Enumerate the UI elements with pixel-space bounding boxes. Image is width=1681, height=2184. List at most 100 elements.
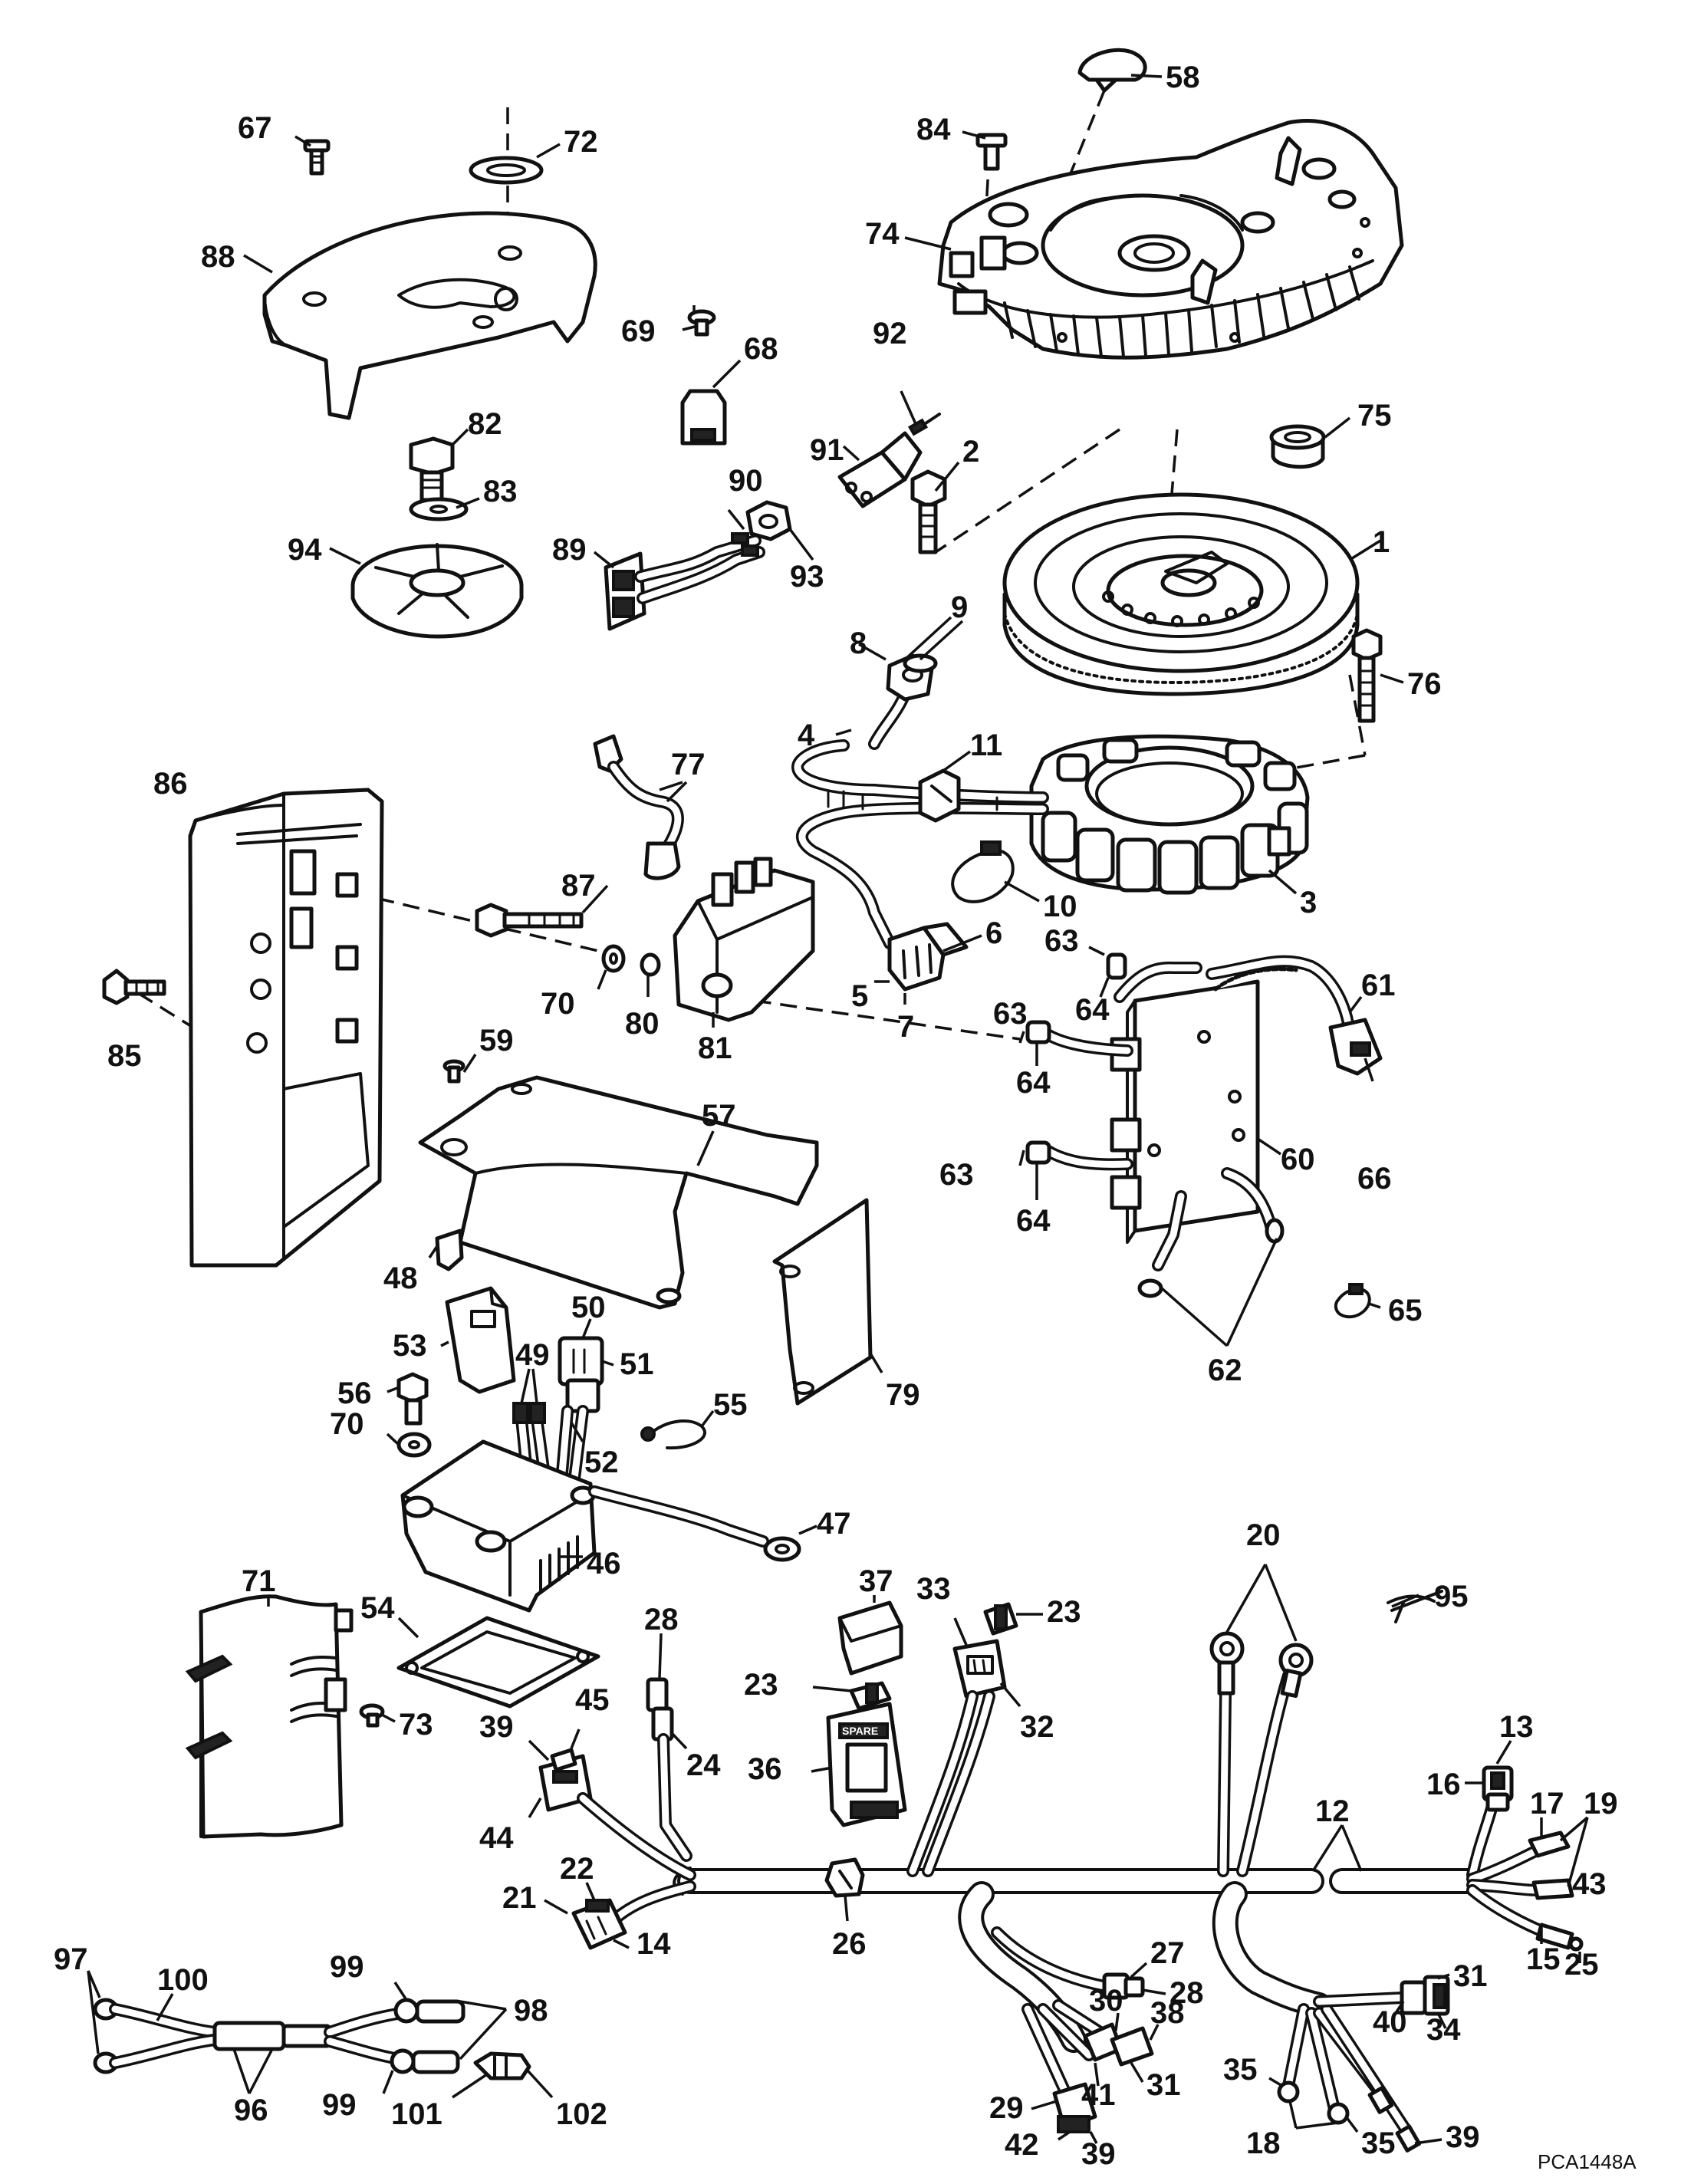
callout-70-lower: 70 [330, 1407, 364, 1441]
callout-22: 22 [560, 1852, 594, 1886]
callout-87: 87 [561, 869, 596, 903]
callout-34: 34 [1426, 2013, 1461, 2047]
part-81-ignition-coil [673, 857, 815, 1022]
callout-99-a: 99 [330, 1950, 364, 1984]
part-4-stator-leads [791, 688, 1049, 949]
rectifier-fins [539, 1535, 579, 1593]
callout-39-right: 39 [1446, 2120, 1480, 2154]
part-93-nut [745, 500, 792, 541]
part-2-bolt [910, 469, 947, 554]
callout-45: 45 [575, 1683, 610, 1717]
part-5-6-7-connector [887, 922, 969, 992]
callout-102: 102 [556, 2097, 607, 2131]
part-40-34-31-connector [1400, 1975, 1450, 2016]
part-59-screw [442, 1059, 465, 1084]
callout-1: 1 [1373, 525, 1390, 559]
callout-89: 89 [552, 533, 587, 567]
callout-99-b: 99 [322, 2088, 357, 2122]
callout-88: 88 [201, 240, 235, 274]
callout-47: 47 [817, 1507, 851, 1541]
callout-97: 97 [54, 1942, 88, 1976]
part-10-tie-strap [951, 840, 1015, 903]
part-21-22-14-connector [571, 1898, 627, 1950]
callout-55: 55 [713, 1388, 748, 1422]
callout-44: 44 [479, 1821, 514, 1855]
callout-65: 65 [1388, 1294, 1423, 1327]
part-86-cover [188, 788, 384, 1268]
callout-27: 27 [1150, 1936, 1185, 1970]
part-48-clip [435, 1228, 464, 1271]
part-17-19-terminals [1528, 1830, 1574, 1900]
callout-67: 67 [238, 111, 272, 145]
callout-25: 25 [1564, 1948, 1599, 1982]
part-77-spark-plug-lead [593, 734, 684, 880]
callout-13: 13 [1499, 1710, 1534, 1744]
part-23-fuse-mid [849, 1681, 892, 1711]
callout-70-upper: 70 [541, 987, 575, 1021]
part-99-98-terminals [390, 1998, 465, 2074]
part-87-bolt [475, 903, 584, 938]
callout-84: 84 [916, 113, 951, 146]
callout-86: 86 [153, 767, 188, 801]
part-20-ring-terminals [1209, 1631, 1314, 1699]
callout-61: 61 [1361, 969, 1396, 1002]
callout-10: 10 [1043, 890, 1077, 923]
callout-7: 7 [897, 1010, 914, 1044]
callout-94: 94 [288, 533, 322, 567]
callout-74: 74 [865, 217, 900, 251]
part-79-plate [772, 1198, 873, 1406]
callout-95: 95 [1434, 1580, 1469, 1613]
callout-76: 76 [1407, 667, 1442, 701]
callout-33: 33 [916, 1572, 951, 1606]
callout-46: 46 [587, 1547, 621, 1580]
part-62-ground-leads [1137, 1167, 1285, 1298]
part-70-washer-upper [601, 944, 626, 973]
part-11-clamp [918, 768, 961, 823]
callout-32: 32 [1020, 1710, 1054, 1744]
part-23-fuse-top [983, 1602, 1018, 1636]
part-74-stator-housing [937, 119, 1404, 360]
callout-59: 59 [479, 1024, 514, 1057]
part-28-24-connector [646, 1677, 692, 1862]
callout-52: 52 [584, 1446, 619, 1479]
callout-62: 62 [1208, 1353, 1242, 1387]
callout-64-b: 64 [1016, 1066, 1051, 1100]
harness-branch-leads [577, 1669, 1551, 2138]
callout-85: 85 [107, 1039, 142, 1073]
callout-9: 9 [951, 590, 968, 624]
part-54-gasket [396, 1616, 600, 1709]
callout-6: 6 [985, 916, 1002, 950]
part-30-38-41-31-connector [1083, 2022, 1154, 2067]
callout-98: 98 [514, 1994, 548, 2028]
callout-4: 4 [798, 719, 815, 752]
part-50-51-connector [558, 1336, 604, 1413]
callout-12: 12 [1315, 1794, 1350, 1828]
callout-19: 19 [1584, 1787, 1618, 1821]
callout-2: 2 [962, 435, 979, 469]
callout-16: 16 [1426, 1768, 1461, 1801]
part-88-flywheel-cover [262, 211, 597, 420]
callout-69: 69 [621, 314, 656, 348]
callout-64-c: 64 [1016, 1204, 1051, 1238]
part-29-42-39-connector [1052, 2082, 1097, 2133]
part-33-32-connector [952, 1639, 1007, 1699]
callout-21: 21 [502, 1881, 537, 1915]
part-75-bushing [1269, 424, 1326, 469]
part-70-washer-lower [396, 1432, 432, 1458]
callout-15: 15 [1526, 1942, 1561, 1976]
part-80-washer [640, 952, 661, 977]
callout-81: 81 [698, 1031, 732, 1065]
part-15-25-43-terminal [1535, 1923, 1584, 1952]
callout-77: 77 [671, 748, 706, 781]
part-13-16-connector [1482, 1765, 1514, 1812]
callout-31-right: 31 [1453, 1959, 1488, 1993]
callout-75: 75 [1357, 399, 1392, 433]
callout-92: 92 [873, 317, 907, 350]
callout-101: 101 [391, 2097, 442, 2131]
part-46-rectifier [400, 1439, 597, 1613]
part-94-hub [350, 543, 524, 639]
part-3-stator [1029, 734, 1310, 895]
callout-56: 56 [337, 1377, 372, 1410]
callout-labels: 58 84 67 72 74 88 69 68 92 91 2 75 82 83… [54, 61, 1637, 2173]
callout-63-a: 63 [1044, 924, 1079, 958]
